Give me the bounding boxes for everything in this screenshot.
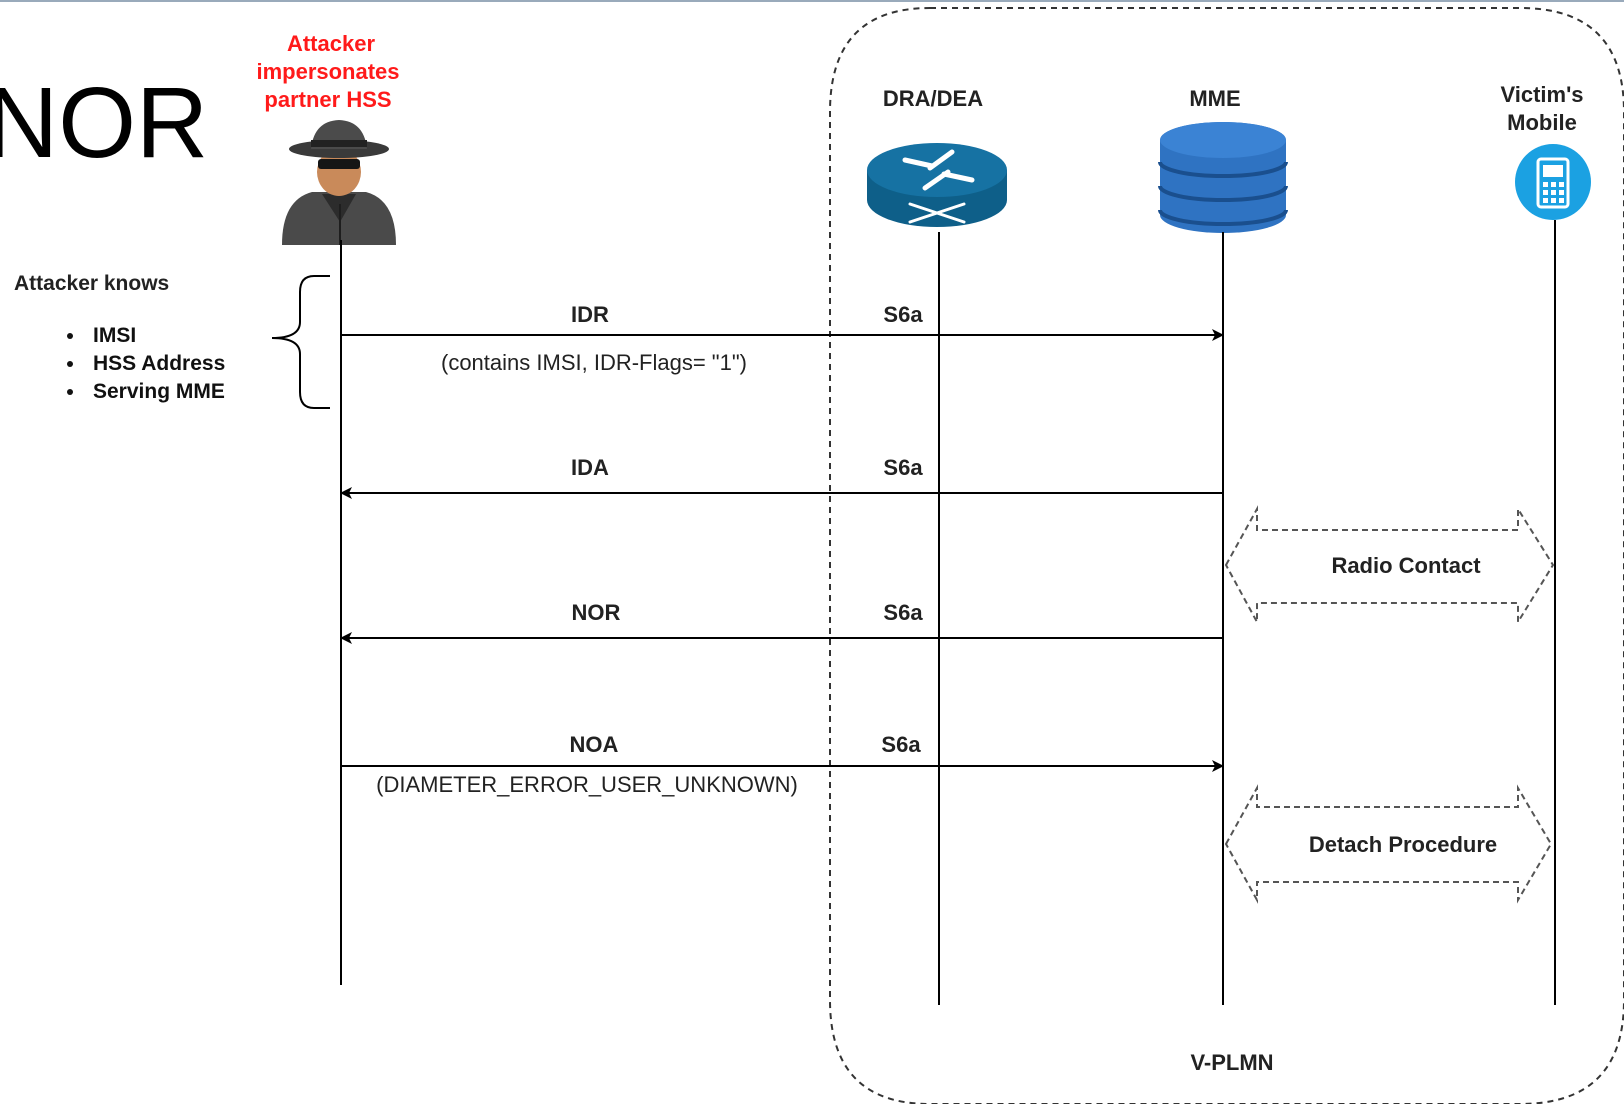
knows-list: IMSI HSS Address Serving MME <box>67 324 225 403</box>
bullet <box>67 389 73 395</box>
message-name: NOA <box>570 732 619 757</box>
message-name: IDR <box>571 302 609 327</box>
router-icon <box>867 143 1007 227</box>
dra-label: DRA/DEA <box>883 86 983 111</box>
knows-brace <box>271 275 330 409</box>
mobile-phone-icon <box>1515 144 1591 220</box>
message-detail: (contains IMSI, IDR-Flags= "1") <box>441 350 747 375</box>
mme-label: MME <box>1189 86 1240 111</box>
message-idr: IDR S6a (contains IMSI, IDR-Flags= "1") <box>341 302 1224 375</box>
attacker-title-line-2: impersonates <box>256 59 399 84</box>
message-detail: (DIAMETER_ERROR_USER_UNKNOWN) <box>376 772 798 797</box>
procedure-detach: Detach Procedure <box>1224 784 1553 904</box>
zone-label: V-PLMN <box>1190 1050 1273 1075</box>
message-name: NOR <box>572 600 621 625</box>
knows-item-hss-address: HSS Address <box>93 352 225 375</box>
attacker-title-line-3: partner HSS <box>264 87 391 112</box>
slide-title-fragment: NOR <box>0 67 208 179</box>
spy-icon <box>282 120 396 245</box>
bullet <box>67 333 73 339</box>
double-arrow-outline <box>1224 505 1555 626</box>
mobile-label-line-1: Victim's <box>1500 82 1583 107</box>
attacker-title-line-1: Attacker <box>287 31 375 56</box>
procedure-label: Detach Procedure <box>1309 832 1497 857</box>
knows-item-serving-mme: Serving MME <box>93 380 225 403</box>
mobile-label-line-2: Mobile <box>1507 110 1577 135</box>
message-name: IDA <box>571 455 609 480</box>
knows-item-imsi: IMSI <box>93 324 136 347</box>
message-interface: S6a <box>883 600 923 625</box>
database-icon <box>1158 122 1288 233</box>
message-interface: S6a <box>881 732 921 757</box>
message-interface: S6a <box>883 455 923 480</box>
knows-title: Attacker knows <box>14 272 169 295</box>
bullet <box>67 361 73 367</box>
message-nor: NOR S6a <box>340 600 1223 644</box>
message-interface: S6a <box>883 302 923 327</box>
procedure-label: Radio Contact <box>1331 553 1481 578</box>
procedure-radio-contact: Radio Contact <box>1224 505 1555 626</box>
message-ida: IDA S6a <box>340 455 1223 499</box>
message-noa: NOA S6a (DIAMETER_ERROR_USER_UNKNOWN) <box>341 732 1224 797</box>
